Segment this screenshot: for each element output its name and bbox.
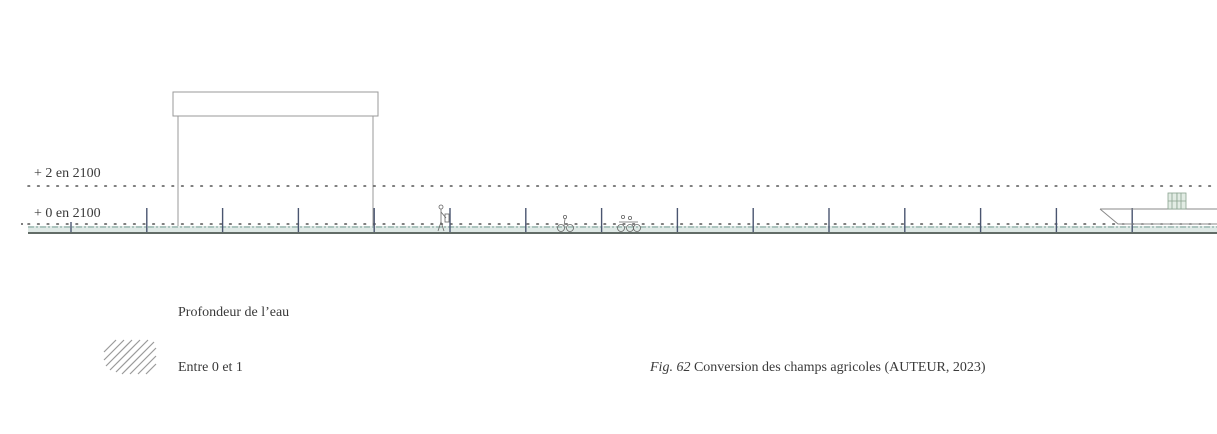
crates <box>1167 192 1187 210</box>
legend-item-label: Entre 0 et 1 <box>178 360 243 375</box>
shelter-structure <box>172 91 379 232</box>
figure-number: Fig. 62 <box>650 360 691 375</box>
cyclist-group-figure <box>617 214 641 232</box>
water-band <box>28 226 1217 232</box>
hatch-swatch <box>103 339 157 375</box>
figure-caption-text: Conversion des champs agricoles (AUTEUR,… <box>693 360 986 375</box>
pedestrian-figure <box>437 204 450 232</box>
level-label-plus2: + 2 en 2100 <box>32 166 103 182</box>
level-label-plus0: + 0 en 2100 <box>32 206 103 222</box>
level-marker <box>21 223 23 225</box>
figure-caption: Fig. 62 Conversion des champs agricoles … <box>650 360 986 376</box>
cyclist-figure <box>557 214 574 232</box>
boat <box>1099 208 1217 225</box>
legend-title: Profondeur de l’eau <box>178 305 290 320</box>
